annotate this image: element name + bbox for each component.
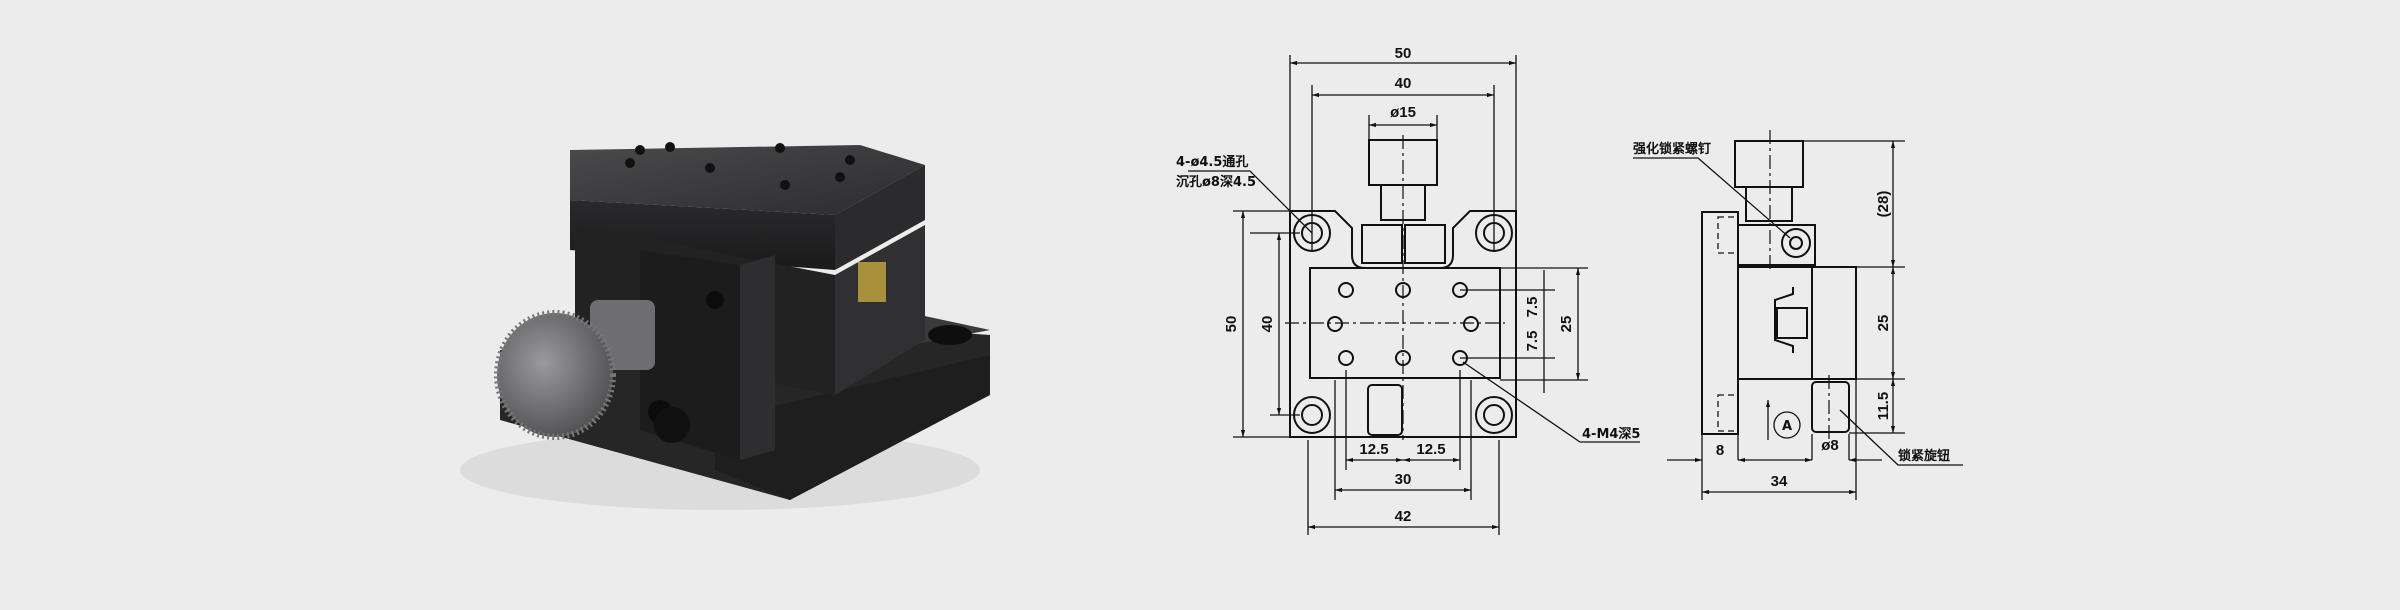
dim-hole-span: 30 [1395,471,1412,488]
dim-hole-spacing-x: 40 [1395,75,1412,92]
dim-side-stage-height: 25 [1875,315,1892,332]
dim-stage-height: 25 [1558,316,1575,333]
dim-plate-thickness: 8 [1716,442,1724,459]
note-lock-screw: 强化锁紧螺钉 [1633,141,1711,157]
dim-stage-width: 42 [1395,508,1412,525]
tapped-holes [1327,282,1479,366]
note-through-hole: 4-ø4.5通孔 [1176,154,1248,170]
dim-base-offset: 11.5 [1875,392,1892,420]
dim-grid-right: 12.5 [1416,441,1445,458]
front-view-drawing [1188,55,1640,535]
dim-lock-knob-diameter: ø8 [1821,437,1839,454]
dim-grid-bottom: 7.5 [1524,331,1541,352]
note-counterbore: 沉孔ø8深4.5 [1176,174,1256,190]
view-marker: A [1782,419,1792,434]
dim-overall-depth: 34 [1771,473,1788,490]
dim-hole-spacing-y: 40 [1259,316,1276,333]
dim-knob-diameter: ø15 [1390,104,1416,121]
product-render [460,142,990,510]
dim-grid-top: 7.5 [1524,297,1541,318]
dim-knob-height: (28) [1875,191,1892,218]
dim-grid-left: 12.5 [1359,441,1388,458]
note-tapped-holes: 4-M4深5 [1582,426,1640,442]
note-lock-knob: 锁紧旋钮 [1898,448,1950,464]
side-view-drawing: A [1633,130,1963,500]
dim-overall-width: 50 [1395,45,1412,62]
dim-overall-height: 50 [1223,316,1240,333]
